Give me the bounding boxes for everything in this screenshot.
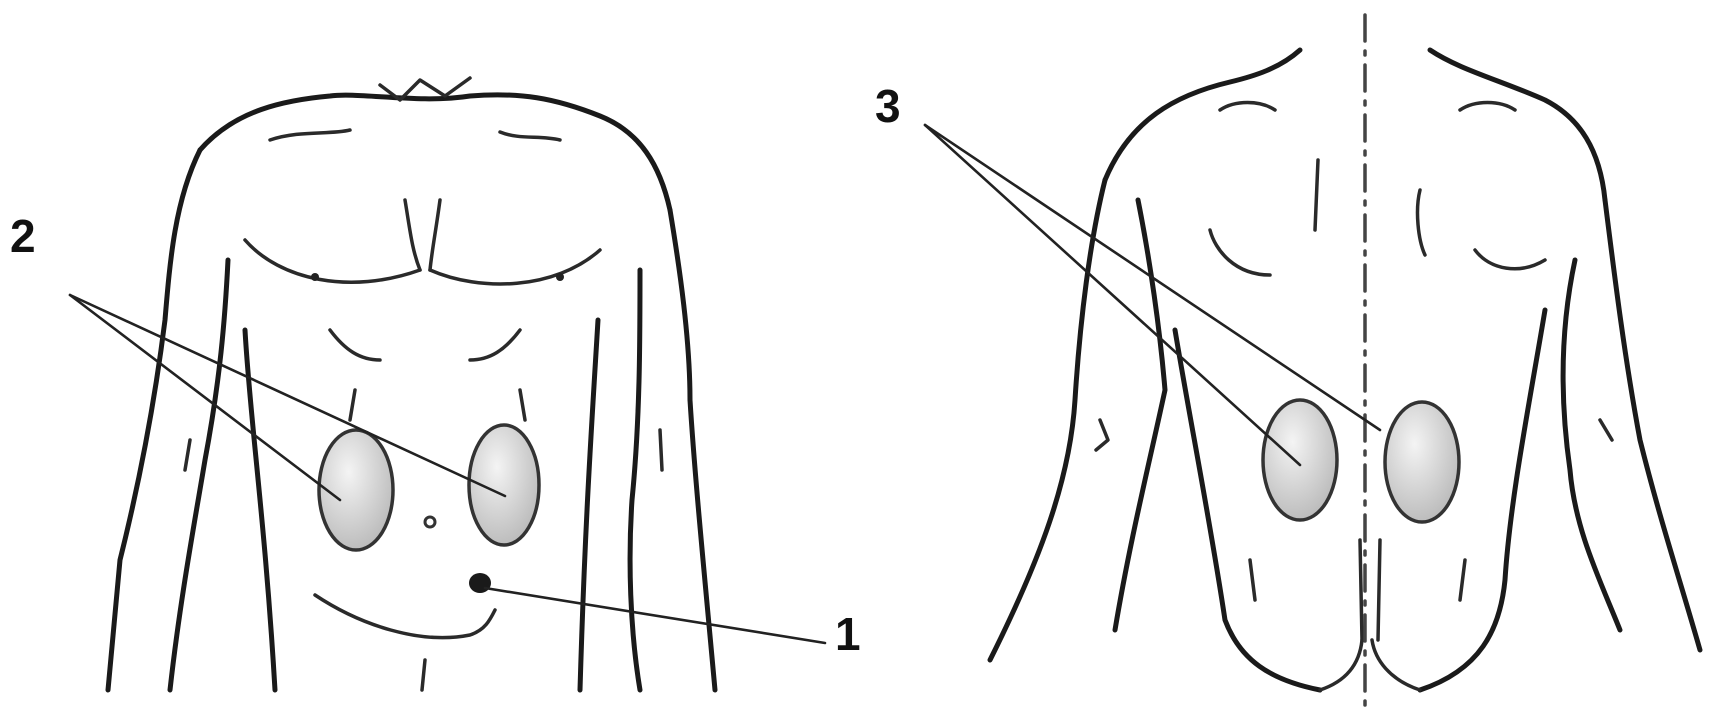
leader-3a	[925, 125, 1300, 465]
back-electrode-pad-right	[1385, 402, 1459, 522]
navel	[425, 517, 435, 527]
callout-label-1: 1	[835, 608, 861, 660]
callout-label-2: 2	[10, 210, 36, 262]
nipple-right	[556, 273, 564, 281]
reference-electrode-dot	[469, 573, 491, 593]
front-torso-figure	[108, 78, 715, 690]
front-electrode-pad-left	[319, 430, 393, 550]
back-torso-figure	[990, 15, 1700, 710]
leader-3b	[925, 125, 1380, 430]
leader-2b	[70, 295, 505, 496]
nipple-left	[311, 273, 319, 281]
callout-label-3: 3	[875, 80, 901, 132]
leader-1	[485, 588, 825, 643]
back-electrode-pad-left	[1263, 400, 1337, 520]
